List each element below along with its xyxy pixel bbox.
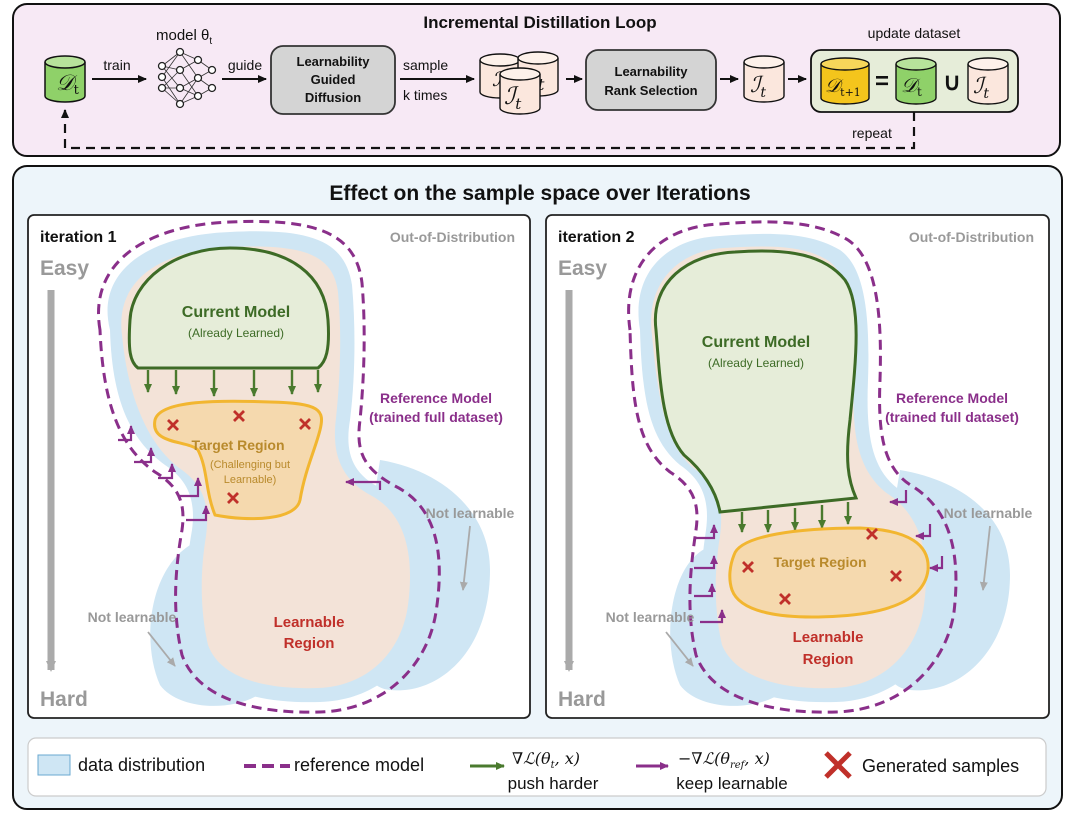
rank-selection-box [585, 49, 717, 111]
legend-data-distribution: data distribution [78, 755, 205, 775]
legend-grad-ref: −∇ℒ(θref, x) [678, 749, 770, 771]
reference-model-boundary-2 [627, 220, 958, 714]
not-learnable-right-label-2: Not learnable [944, 505, 1033, 521]
rank-selection-line2: Rank Selection [604, 83, 697, 98]
legend-reference-model: reference model [294, 755, 424, 775]
reference-model-sub: (trained full dataset) [369, 409, 503, 425]
target-region-label: Target Region [191, 437, 284, 453]
target-region-label-2: Target Region [773, 554, 866, 570]
legend-push-harder: push harder [508, 774, 599, 793]
not-learnable-right-pointer-2 [979, 525, 991, 591]
legend-keep-learnable: keep learnable [676, 774, 788, 793]
hard-label: Hard [40, 688, 88, 711]
rank-selection-line1: Learnability [615, 64, 689, 79]
reference-model-label-2: Reference Model [896, 390, 1008, 406]
generated-sample-marks [167, 410, 311, 504]
repeat-loop-arrow [61, 109, 916, 150]
not-learnable-left-label-2: Not learnable [606, 609, 695, 625]
top-panel: Incremental Distillation Loop 𝒟t train m… [12, 3, 1061, 157]
top-panel-title: Incremental Distillation Loop [423, 13, 656, 32]
new-dataset-cylinder-icon: 𝒟t+1 [820, 57, 870, 105]
keep-learnable-arrows-2 [694, 490, 944, 624]
easy-label: Easy [40, 257, 89, 280]
ood-label-2: Out-of-Distribution [909, 229, 1034, 245]
sample-label-1: sample [403, 57, 448, 73]
push-harder-arrows [144, 370, 322, 397]
guided-diffusion-line3: Diffusion [305, 90, 361, 105]
target-region-sub-1: (Challenging but [210, 459, 290, 471]
hard-label-2: Hard [558, 688, 606, 711]
dataset-cylinder-icon: 𝒟t [44, 55, 86, 103]
legend: data distribution reference model ∇ℒ(θt,… [27, 737, 1047, 797]
current-model-region-2 [653, 249, 859, 514]
current-model-region [127, 246, 330, 370]
keep-learnable-arrows [118, 425, 382, 522]
target-region [153, 399, 323, 521]
not-learnable-left-pointer [147, 631, 176, 667]
update-dataset-label: update dataset [868, 25, 961, 41]
not-learnable-left-pointer-2 [665, 631, 694, 667]
not-learnable-right-label: Not learnable [426, 505, 515, 521]
push-harder-arrows-2 [738, 502, 852, 533]
current-model-label: Current Model [182, 304, 290, 321]
iteration-2-panel: iteration 2 Out-of-Distribution Easy Har… [545, 214, 1050, 719]
neural-network-icon [157, 47, 217, 109]
candidates-symbol: ℐt [504, 82, 522, 113]
guided-diffusion-box [270, 45, 396, 115]
current-dataset-symbol: 𝒟t [901, 73, 922, 99]
not-learnable-left-label: Not learnable [88, 609, 177, 625]
selected-samples-cylinder-icon: ℐt [743, 55, 785, 103]
union-sign: ∪ [943, 69, 961, 96]
iteration-2-label: iteration 2 [558, 229, 635, 246]
current-model-sub: (Already Learned) [188, 326, 284, 340]
train-label: train [103, 57, 130, 73]
sample-label-2: k times [403, 87, 447, 103]
reference-model-sub-2: (trained full dataset) [885, 409, 1019, 425]
learnable-region-label-2b: Region [803, 651, 854, 668]
learnable-region-label-2a: Learnable [793, 629, 864, 646]
not-learnable-right-pointer [459, 525, 471, 591]
legend-generated-samples: Generated samples [862, 756, 1019, 776]
bottom-panel-title: Effect on the sample space over Iteratio… [329, 182, 750, 205]
union-samples-cylinder-icon: ℐt [967, 57, 1009, 105]
reference-model-boundary [97, 219, 441, 714]
dataset-symbol: 𝒟t [56, 71, 80, 98]
new-dataset-symbol: 𝒟t+1 [825, 75, 861, 99]
guide-label: guide [228, 57, 262, 73]
iteration-1-label: iteration 1 [40, 229, 117, 246]
guided-diffusion-line1: Learnability [297, 54, 371, 69]
model-label: model θt [156, 27, 212, 47]
guided-diffusion-line2: Guided [311, 72, 356, 87]
learnable-region-label-2: Region [284, 635, 335, 652]
target-region-sub-2: Learnable) [224, 474, 277, 486]
reference-model-label: Reference Model [380, 390, 492, 406]
legend-generated-sample-icon [824, 751, 852, 779]
repeat-label: repeat [852, 125, 892, 141]
iteration-1-panel: iteration 1 Out-of-Distribution Easy Har… [27, 214, 531, 719]
learnable-region-label-1: Learnable [274, 614, 345, 631]
svg-text:t: t [538, 75, 545, 94]
candidate-samples-stack-icon: ℐ t ℐt [479, 51, 559, 115]
equals-sign: = [875, 68, 889, 95]
legend-grad-current: ∇ℒ(θt, x) [512, 749, 580, 771]
legend-data-distribution-swatch [37, 754, 71, 776]
current-model-label-2: Current Model [702, 334, 810, 351]
current-dataset-cylinder-icon: 𝒟t [895, 57, 937, 105]
current-model-sub-2: (Already Learned) [708, 356, 804, 370]
ood-label: Out-of-Distribution [390, 229, 515, 245]
easy-label-2: Easy [558, 257, 607, 280]
generated-sample-marks-2 [742, 528, 902, 605]
